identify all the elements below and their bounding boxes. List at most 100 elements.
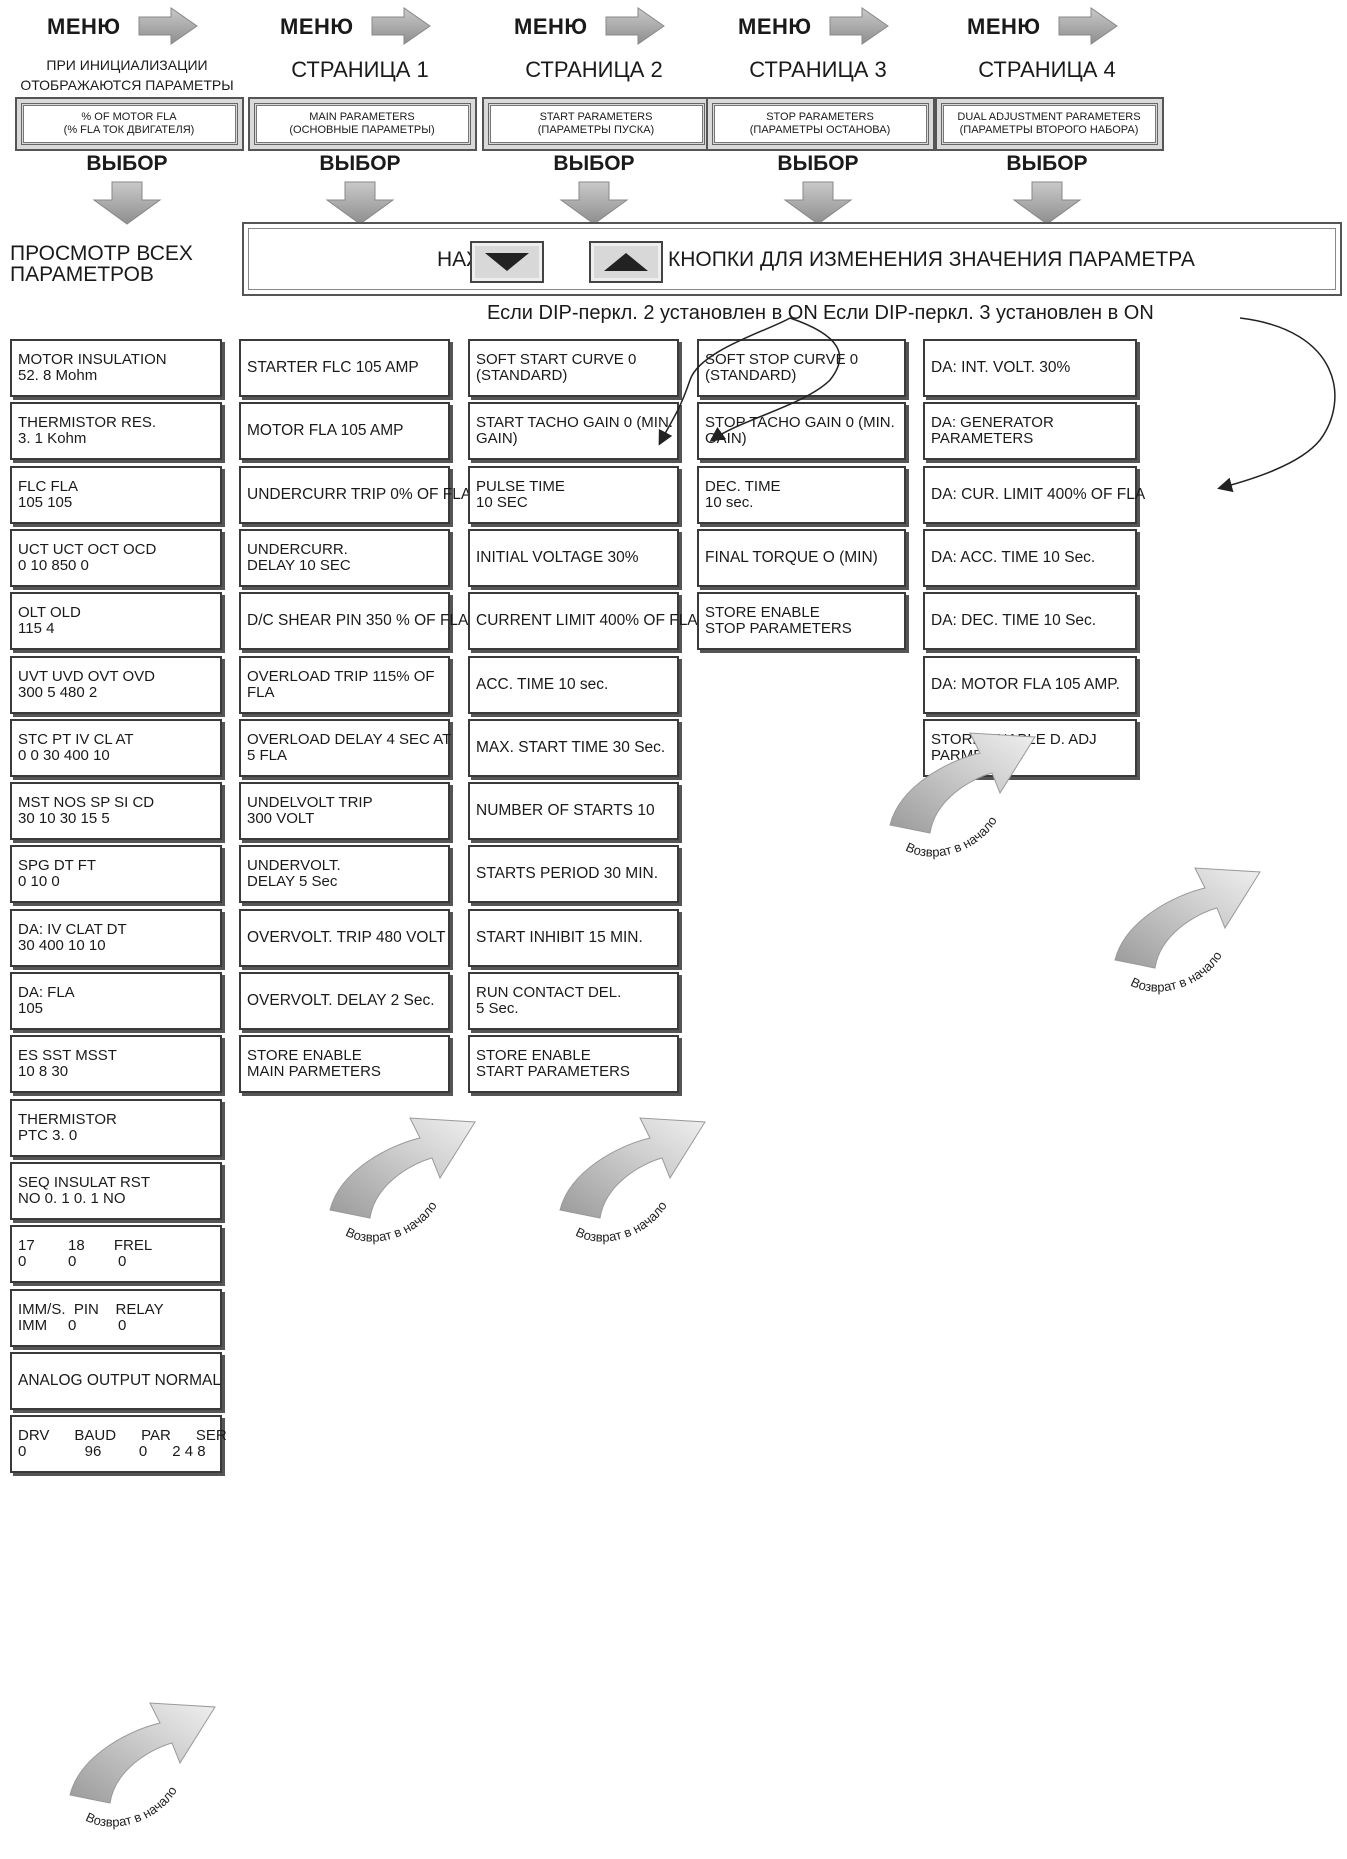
page-header-inner: START PARAMETERS(ПАРАМЕТРЫ ПУСКА) xyxy=(489,105,703,143)
param-box[interactable]: ANALOG OUTPUT NORMAL xyxy=(10,1352,222,1410)
param-box[interactable]: CURRENT LIMIT 400% OF FLA xyxy=(468,592,698,650)
param-box[interactable]: OVERVOLT. DELAY 2 Sec. xyxy=(239,972,450,1030)
param-box[interactable]: FLC FLA 105 105 xyxy=(10,466,222,524)
param-box[interactable]: UNDELVOLT TRIP 300 VOLT xyxy=(239,782,450,840)
menu-label: МЕНЮ xyxy=(280,14,354,39)
param-box[interactable]: DEC. TIME 10 sec. xyxy=(697,466,906,524)
down-arrow-icon xyxy=(783,180,853,226)
param-box[interactable]: THERMISTOR RES. 3. 1 Kohm xyxy=(10,402,222,460)
param-box[interactable]: DRV BAUD PAR SER 0 96 0 2 4 8 xyxy=(10,1415,227,1473)
param-box[interactable]: MOTOR FLA 105 AMP xyxy=(239,402,450,460)
param-box[interactable]: DA: MOTOR FLA 105 AMP. xyxy=(923,656,1137,714)
param-box[interactable]: MAX. START TIME 30 Sec. xyxy=(468,719,679,777)
param-box[interactable]: MOTOR INSULATION 52. 8 Mohm xyxy=(10,339,222,397)
page-header-box[interactable]: STOP PARAMETERS(ПАРАМЕТРЫ ОСТАНОВА) xyxy=(705,97,935,151)
param-box[interactable]: DA: INT. VOLT. 30% xyxy=(923,339,1137,397)
param-text: SOFT START CURVE 0 (STANDARD) xyxy=(476,351,637,384)
param-text: NUMBER OF STARTS 10 xyxy=(476,802,655,819)
param-box[interactable]: SOFT START CURVE 0 (STANDARD) xyxy=(468,339,679,397)
param-box[interactable]: DA: CUR. LIMIT 400% OF FLA xyxy=(923,466,1145,524)
param-box[interactable]: STORE ENABLE STOP PARAMETERS xyxy=(697,592,906,650)
param-box[interactable]: THERMISTOR PTC 3. 0 xyxy=(10,1099,222,1157)
down-arrow-icon xyxy=(325,180,395,226)
page-title: СТРАНИЦА 4 xyxy=(978,57,1116,82)
page-header-box[interactable]: MAIN PARAMETERS(ОСНОВНЫЕ ПАРАМЕТРЫ) xyxy=(247,97,477,151)
page-header-box[interactable]: DUAL ADJUSTMENT PARAMETERS(ПАРАМЕТРЫ ВТО… xyxy=(934,97,1164,151)
param-box[interactable]: INITIAL VOLTAGE 30% xyxy=(468,529,679,587)
page-header-box[interactable]: START PARAMETERS(ПАРАМЕТРЫ ПУСКА) xyxy=(481,97,711,151)
param-box[interactable]: OVERVOLT. TRIP 480 VOLT xyxy=(239,909,450,967)
param-box[interactable]: UVT UVD OVT OVD 300 5 480 2 xyxy=(10,656,222,714)
instruction-text: КНОПКИ ДЛЯ ИЗМЕНЕНИЯ ЗНАЧЕНИЯ ПАРАМЕТРА xyxy=(668,248,1195,271)
param-box[interactable]: START INHIBIT 15 MIN. xyxy=(468,909,679,967)
param-text: MAX. START TIME 30 Sec. xyxy=(476,739,666,756)
param-box[interactable]: D/C SHEAR PIN 350 % OF FLA xyxy=(239,592,468,650)
page-header-line-1: START PARAMETERS xyxy=(539,111,653,123)
param-box[interactable]: UNDERCURR TRIP 0% OF FLA xyxy=(239,466,471,524)
param-box[interactable]: PULSE TIME 10 SEC xyxy=(468,466,679,524)
return-to-start-icon: Возврат в начало xyxy=(40,1645,240,1845)
param-box[interactable]: 17 18 FREL 0 0 0 xyxy=(10,1225,222,1283)
param-text: ACC. TIME 10 sec. xyxy=(476,676,609,693)
up-button[interactable] xyxy=(589,241,663,283)
param-text: UCT UCT OCT OCD 0 10 850 0 xyxy=(18,541,157,574)
param-text: MOTOR FLA 105 AMP xyxy=(247,422,404,439)
param-box[interactable]: DA: GENERATOR PARAMETERS xyxy=(923,402,1137,460)
select-label: ВЫБОР xyxy=(1006,152,1088,175)
param-box[interactable]: FINAL TORQUE O (MIN) xyxy=(697,529,906,587)
param-box[interactable]: NUMBER OF STARTS 10 xyxy=(468,782,679,840)
param-box[interactable]: ES SST MSST 10 8 30 xyxy=(10,1035,222,1093)
page-title: СТРАНИЦА 3 xyxy=(749,57,887,82)
page-header-box[interactable]: % OF MOTOR FLA(% FLA ТОК ДВИГАТЕЛЯ) xyxy=(14,97,244,151)
param-box[interactable]: RUN CONTACT DEL. 5 Sec. xyxy=(468,972,679,1030)
param-box[interactable]: UCT UCT OCT OCD 0 10 850 0 xyxy=(10,529,222,587)
right-arrow-icon xyxy=(137,6,199,46)
param-box[interactable]: ACC. TIME 10 sec. xyxy=(468,656,679,714)
param-text: STORE ENABLE STOP PARAMETERS xyxy=(705,604,852,637)
down-button[interactable] xyxy=(470,241,544,283)
param-box[interactable]: STORE ENABLE START PARAMETERS xyxy=(468,1035,679,1093)
param-box[interactable]: UNDERVOLT. DELAY 5 Sec xyxy=(239,845,450,903)
param-box[interactable]: OLT OLD 115 4 xyxy=(10,592,222,650)
page-header-line-2: (ПАРАМЕТРЫ ОСТАНОВА) xyxy=(749,124,891,136)
page-header-inner: % OF MOTOR FLA(% FLA ТОК ДВИГАТЕЛЯ) xyxy=(22,105,236,143)
param-box[interactable]: DA: IV CLAT DT 30 400 10 10 xyxy=(10,909,222,967)
param-box[interactable]: START TACHO GAIN 0 (MIN. GAIN) xyxy=(468,402,679,460)
param-box[interactable]: STARTER FLC 105 AMP xyxy=(239,339,450,397)
param-box[interactable]: OVERLOAD DELAY 4 SEC AT 5 FLA xyxy=(239,719,451,777)
param-box[interactable]: STORE ENABLE MAIN PARMETERS xyxy=(239,1035,450,1093)
param-text: DEC. TIME 10 sec. xyxy=(705,478,781,511)
page-header-line-1: DUAL ADJUSTMENT PARAMETERS xyxy=(957,111,1141,123)
param-text: SPG DT FT 0 10 0 xyxy=(18,857,97,890)
return-to-start-icon: Возврат в начало xyxy=(300,1060,500,1260)
up-triangle-icon xyxy=(604,253,648,271)
page-header-line-1: MAIN PARAMETERS xyxy=(309,111,415,123)
param-box[interactable]: SPG DT FT 0 10 0 xyxy=(10,845,222,903)
dip2-note: Если DIP-перкл. 2 установлен в ON xyxy=(487,302,818,324)
param-box[interactable]: IMM/S. PIN RELAY IMM 0 0 xyxy=(10,1289,222,1347)
param-box[interactable]: UNDERCURR. DELAY 10 SEC xyxy=(239,529,450,587)
page-title: СТРАНИЦА 2 xyxy=(525,57,663,82)
param-box[interactable]: SEQ INSULAT RST NO 0. 1 0. 1 NO xyxy=(10,1162,222,1220)
param-box[interactable]: DA: ACC. TIME 10 Sec. xyxy=(923,529,1137,587)
param-text: FINAL TORQUE O (MIN) xyxy=(705,549,878,566)
param-text: ANALOG OUTPUT NORMAL xyxy=(18,1372,221,1389)
param-text: SEQ INSULAT RST NO 0. 1 0. 1 NO xyxy=(18,1174,150,1207)
select-label: ВЫБОР xyxy=(86,152,168,175)
param-text: UNDERCURR. DELAY 10 SEC xyxy=(247,541,351,574)
right-arrow-icon xyxy=(828,6,890,46)
return-to-start-icon: Возврат в начало xyxy=(530,1060,730,1260)
param-box[interactable]: STARTS PERIOD 30 MIN. xyxy=(468,845,679,903)
param-box[interactable]: DA: FLA 105 xyxy=(10,972,222,1030)
param-box[interactable]: MST NOS SP SI CD 30 10 30 15 5 xyxy=(10,782,222,840)
param-box[interactable]: SOFT STOP CURVE 0 (STANDARD) xyxy=(697,339,906,397)
down-triangle-icon xyxy=(485,253,529,271)
param-box[interactable]: DA: DEC. TIME 10 Sec. xyxy=(923,592,1137,650)
select-label: ВЫБОР xyxy=(777,152,859,175)
param-text: DA: ACC. TIME 10 Sec. xyxy=(931,549,1096,566)
param-box[interactable]: STOP TACHO GAIN 0 (MIN. GAIN) xyxy=(697,402,906,460)
param-box[interactable]: OVERLOAD TRIP 115% OF FLA xyxy=(239,656,450,714)
param-box[interactable]: STC PT IV CL AT 0 0 30 400 10 xyxy=(10,719,222,777)
param-text: MOTOR INSULATION 52. 8 Mohm xyxy=(18,351,167,384)
